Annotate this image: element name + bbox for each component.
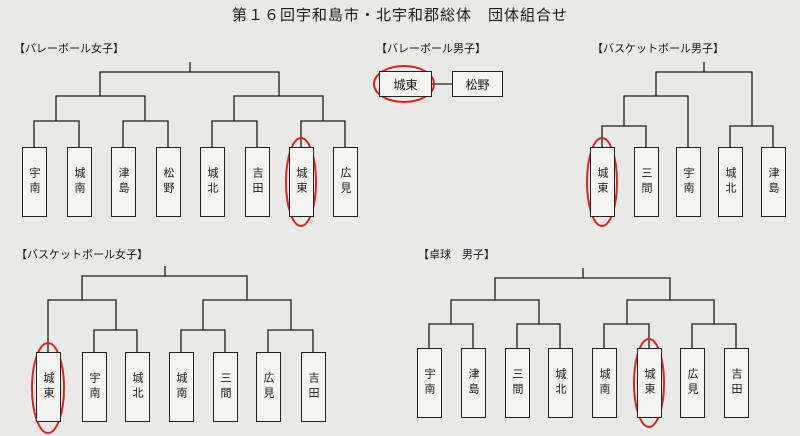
team-box: 城東 [379,71,432,97]
team-box: 城北 [125,352,150,422]
team-box: 津島 [461,348,486,418]
team-box: 城北 [548,348,573,418]
team-box: 城東 [590,147,615,217]
team-box: 広見 [256,352,281,422]
section-label-basketball-girls: 【バスケットボール女子】 [16,248,148,261]
team-box: 吉田 [724,348,749,418]
team-box: 城南 [592,348,617,418]
team-box: 広見 [333,147,358,217]
section-label-volleyball-girls: 【バレーボール女子】 [14,42,124,55]
bracket-basketball-girls [47,266,314,352]
team-box: 城東 [637,348,662,418]
bracket-volleyball-girls [33,62,346,147]
team-box: 城東 [289,147,314,217]
team-box: 松野 [452,71,503,97]
team-box: 吉田 [301,352,326,422]
team-box: 宇南 [22,147,47,217]
team-box: 宇南 [417,348,442,418]
team-box: 宇南 [82,352,107,422]
highlight-volleyball-boys [373,65,435,103]
team-box: 城南 [169,352,194,422]
team-box: 城北 [718,147,743,217]
team-box: 吉田 [245,147,270,217]
team-box: 城北 [200,147,225,217]
bracket-table-tennis-boys [428,268,737,348]
highlight-table-tennis-boys [633,338,665,428]
team-box: 三間 [634,147,659,217]
section-label-table-tennis-boys: 【卓球 男子】 [418,248,495,261]
team-box: 津島 [761,147,786,217]
page-title: 第１６回宇和島市・北宇和郡総体 団体組合せ [231,6,568,24]
highlight-basketball-girls [31,342,65,434]
highlight-volleyball-girls [285,137,317,227]
team-box: 三間 [505,348,530,418]
team-box: 松野 [156,147,181,217]
team-box: 宇南 [676,147,701,217]
section-label-volleyball-boys: 【バレーボール男子】 [376,42,486,55]
team-box: 城南 [67,147,92,217]
team-box: 津島 [111,147,136,217]
bracket-basketball-boys [601,62,774,147]
highlight-basketball-boys [586,137,618,227]
team-box: 広見 [680,348,705,418]
team-box: 城東 [36,352,61,422]
section-label-basketball-boys: 【バスケットボール男子】 [592,42,724,55]
team-box: 三間 [213,352,238,422]
